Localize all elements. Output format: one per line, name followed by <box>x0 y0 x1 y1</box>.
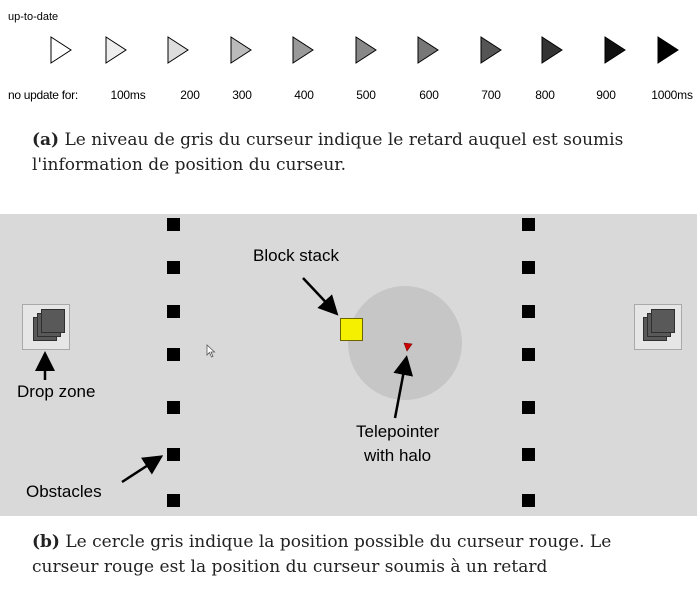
block-stack-label: Block stack <box>253 246 339 265</box>
obstacle-block <box>167 401 180 414</box>
telepointer-arrow <box>393 355 414 419</box>
obstacle-block <box>167 448 180 461</box>
delay-label: 600 <box>419 88 439 102</box>
telepointer-icon <box>403 342 413 352</box>
obstacle-block <box>522 348 535 361</box>
delay-label: 200 <box>180 88 200 102</box>
delay-cursor-icon <box>657 36 679 64</box>
delay-cursor-icon <box>167 36 189 64</box>
delay-label: 500 <box>356 88 376 102</box>
scene-annotations <box>35 277 414 484</box>
obstacle-block <box>167 305 180 318</box>
drop-zone-right[interactable] <box>634 304 682 350</box>
telepointer-label-line1: Telepointer <box>356 422 440 441</box>
delay-label: 400 <box>294 88 314 102</box>
delay-cursor-icon <box>480 36 502 64</box>
obstacle-block <box>522 448 535 461</box>
caption-b-tag: (b) <box>32 532 60 552</box>
caption-b: (b) Le cercle gris indique la position p… <box>32 530 672 580</box>
obstacle-block <box>522 218 535 231</box>
delay-cursor-icon <box>604 36 626 64</box>
obstacle-block <box>522 261 535 274</box>
caption-b-text: Le cercle gris indique la position possi… <box>32 532 612 577</box>
up-to-date-label: up-to-date <box>8 11 59 23</box>
game-scene: Block stack Drop zone Telepointer with h… <box>0 214 697 516</box>
delay-cursor-icon <box>292 36 314 64</box>
obstacles-label: Obstacles <box>26 482 102 501</box>
delay-cursor-icon <box>105 36 127 64</box>
drop-zone-label: Drop zone <box>17 382 96 401</box>
stacked-tile <box>41 309 65 333</box>
delay-label: 100ms <box>110 88 146 102</box>
delay-cursor-row <box>50 36 679 64</box>
delay-label: 900 <box>596 88 616 102</box>
obstacle-block <box>167 261 180 274</box>
delay-cursor-icon <box>50 36 72 64</box>
delay-label: 1000ms <box>651 88 693 102</box>
drop-zone-left[interactable] <box>22 304 70 350</box>
caption-a: (a) Le niveau de gris du curseur indique… <box>32 128 672 178</box>
obstacle-block <box>167 218 180 231</box>
delay-cursor-icon <box>417 36 439 64</box>
obstacle-block <box>522 494 535 507</box>
delay-label: 700 <box>481 88 501 102</box>
obstacle-block <box>167 348 180 361</box>
no-update-prefix-label: no update for: <box>8 88 78 102</box>
block-stack-arrow <box>302 277 339 316</box>
caption-a-tag: (a) <box>32 130 60 150</box>
obstacle-block <box>167 494 180 507</box>
obstacle-block <box>522 401 535 414</box>
telepointer-label-line2: with halo <box>364 446 432 465</box>
stacked-tile <box>651 309 675 333</box>
caption-a-text: Le niveau de gris du curseur indique le … <box>32 130 624 175</box>
delay-cursor-icon <box>355 36 377 64</box>
obstacles-arrow <box>121 455 164 484</box>
mouse-cursor-icon <box>206 344 216 358</box>
obstacle-block <box>522 305 535 318</box>
delay-label: 800 <box>535 88 555 102</box>
block-stack[interactable] <box>340 318 363 341</box>
delay-label: 300 <box>232 88 252 102</box>
delay-cursor-icon <box>541 36 563 64</box>
delay-cursor-icon <box>230 36 252 64</box>
